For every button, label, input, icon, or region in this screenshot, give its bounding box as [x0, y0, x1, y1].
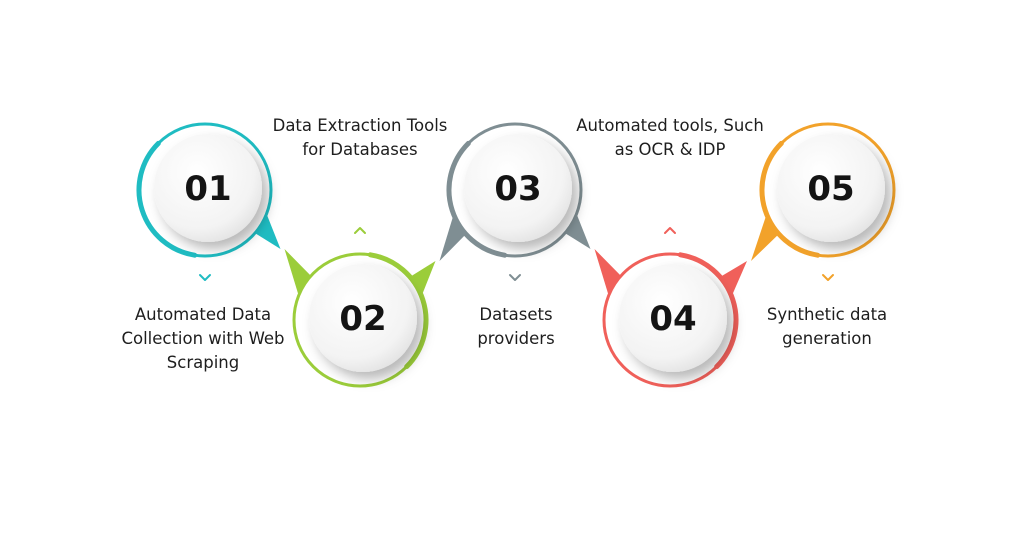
step-03-caption-line: providers	[477, 329, 555, 348]
step-02-number: 02	[339, 299, 386, 339]
step-02-caption-line: Data Extraction Tools	[272, 116, 448, 135]
step-ring-accent	[367, 252, 429, 370]
connector-wedge	[250, 210, 281, 249]
step-ring-accent	[446, 140, 508, 258]
step-01-caption-line: Automated Data	[134, 305, 272, 324]
step-01-caption: Automated Data Collection with Web Scrap…	[93, 303, 313, 375]
step-03-caption: Datasets providers	[406, 303, 626, 351]
chevron-up-icon	[664, 227, 676, 234]
chevron-down-icon	[199, 274, 211, 281]
step-disc	[464, 134, 572, 242]
chevron-down-icon	[822, 274, 834, 281]
step-02-caption: Data Extraction Tools for Databases	[250, 114, 470, 162]
step-04-caption: Automated tools, Such as OCR & IDP	[560, 114, 780, 162]
step-04-caption-line: as OCR & IDP	[614, 140, 726, 159]
step-05-caption-line: generation	[782, 329, 872, 348]
step-ring-accent	[759, 140, 821, 258]
chevron-up-icon	[354, 227, 366, 234]
step-disc	[154, 134, 262, 242]
step-01-caption-line: Scraping	[166, 353, 240, 372]
step-disc	[777, 134, 885, 242]
chevron-down-icon	[509, 274, 521, 281]
step-disc	[619, 264, 727, 372]
step-disc	[309, 264, 417, 372]
step-01-number: 01	[184, 169, 231, 209]
step-04-number: 04	[649, 299, 696, 339]
step-05-caption-line: Synthetic data	[766, 305, 888, 324]
step-01-caption-line: Collection with Web	[121, 329, 285, 348]
step-ring-accent	[677, 252, 739, 370]
step-04-caption-line: Automated tools, Such	[576, 116, 764, 135]
connector-wedge	[405, 261, 436, 300]
step-02-caption-line: for Databases	[302, 140, 418, 159]
step-03-caption-line: Datasets	[479, 305, 553, 324]
connector-wedge	[560, 210, 591, 249]
step-ring-accent	[136, 140, 198, 258]
step-03-number: 03	[494, 169, 541, 209]
step-05-caption: Synthetic data generation	[717, 303, 937, 351]
step-05-number: 05	[807, 169, 854, 209]
